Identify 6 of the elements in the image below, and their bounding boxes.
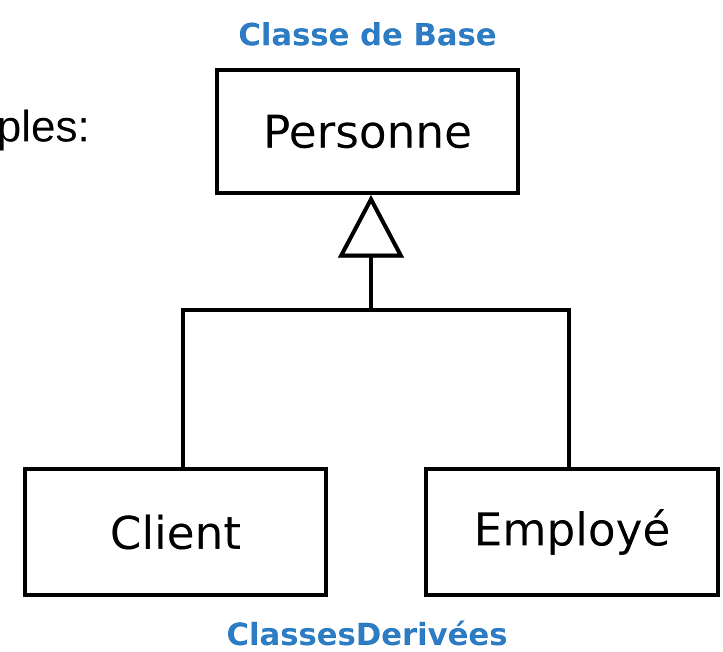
- class-box: Personne: [214, 68, 520, 195]
- class-box: Client: [22, 467, 328, 597]
- class-heading: ClassesDerivées: [228, 620, 506, 646]
- class-box: Employé: [424, 467, 720, 597]
- class-heading: Classe de Base: [240, 22, 496, 46]
- partial-text: ples:: [0, 109, 86, 151]
